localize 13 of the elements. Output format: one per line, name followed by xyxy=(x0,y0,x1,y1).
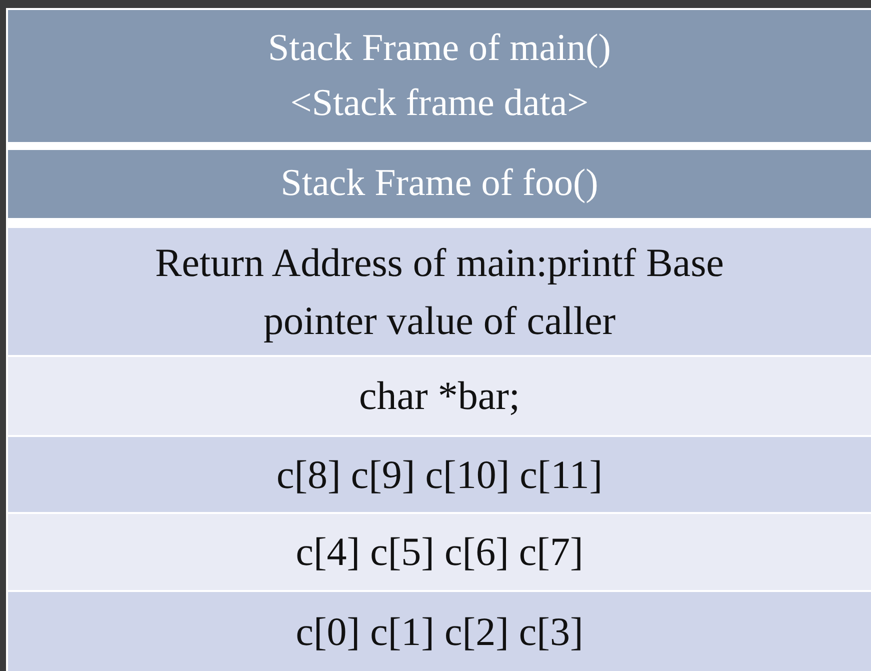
frame-heading: Stack Frame of foo() xyxy=(280,161,598,206)
stack-slot xyxy=(8,592,871,671)
slot-text: c[8] c[9] c[10] c[11] xyxy=(276,450,603,498)
stack-frame-header xyxy=(8,150,871,218)
slot-text: Return Address of main:printf Base pointer value of caller xyxy=(154,238,725,344)
frame-heading: <Stack frame data> xyxy=(290,81,589,126)
slot-text: c[0] c[1] c[2] c[3] xyxy=(296,608,584,656)
stack-frame-header xyxy=(8,10,871,142)
slot-text: char *bar; xyxy=(358,372,520,420)
slot-text: c[4] c[5] c[6] c[7] xyxy=(296,528,584,576)
stack-slot xyxy=(8,228,871,355)
stack-slot xyxy=(8,437,871,512)
frame-heading: Stack Frame of main() xyxy=(268,26,611,71)
